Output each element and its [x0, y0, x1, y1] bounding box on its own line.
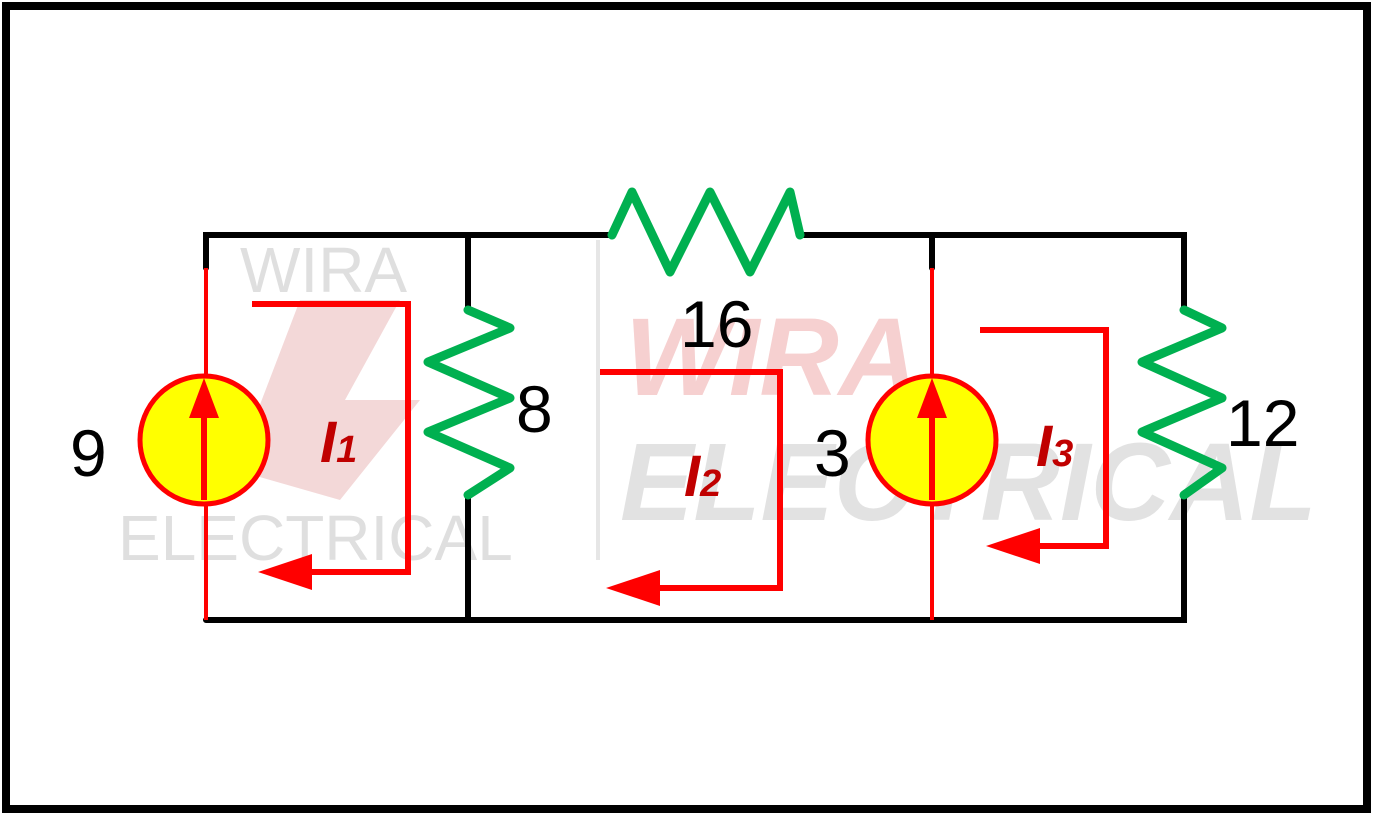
loop-3-subscript: 3: [1052, 433, 1073, 475]
loop-arrow-2: [600, 369, 783, 606]
resistor-right-12: [1137, 305, 1227, 500]
source-right-value: 3: [814, 416, 851, 490]
resistor-top-16: [607, 187, 805, 277]
current-source-left: [137, 373, 271, 507]
loop-3-path: [980, 327, 1109, 549]
wire-bottom: [203, 492, 1187, 623]
wires: [203, 232, 1187, 623]
arrow-up-icon: [917, 378, 947, 418]
wire-top-left: [203, 232, 615, 271]
loop-label-2: I2: [684, 444, 721, 509]
arrow-left-icon: [986, 528, 1040, 564]
loop-arrow-1: [252, 301, 411, 590]
arrow-up-icon: [189, 378, 219, 418]
loop-3-symbol: I: [1036, 414, 1054, 479]
loop-1-symbol: I: [320, 410, 338, 475]
loop-label-3: I3: [1036, 414, 1073, 479]
current-source-right: [865, 373, 999, 507]
loop-2-symbol: I: [684, 444, 702, 509]
wire-top-right: [797, 232, 1187, 313]
resistor-left-value: 8: [516, 372, 553, 446]
watermark-left-bottom: ELECTRICAL: [118, 502, 513, 574]
loop-1-subscript: 1: [336, 429, 357, 471]
watermark-left: WIRA ELECTRICAL: [118, 234, 513, 574]
watermark-left-top: WIRA: [240, 234, 407, 306]
source-left-value: 9: [70, 416, 107, 490]
watermark-right-top: WIRA: [625, 296, 918, 419]
loop-1-path: [252, 301, 411, 575]
arrow-left-icon: [606, 570, 660, 606]
loop-arrow-3: [980, 327, 1109, 564]
resistor-top-value: 16: [680, 287, 753, 361]
loop-2-path: [600, 369, 783, 591]
resistor-left-8: [423, 305, 515, 500]
loop-2-subscript: 2: [699, 463, 721, 505]
arrow-left-icon: [258, 554, 312, 590]
loop-label-1: I1: [320, 410, 357, 475]
resistor-right-value: 12: [1226, 386, 1299, 460]
watermark-logo-icon: [235, 300, 420, 500]
